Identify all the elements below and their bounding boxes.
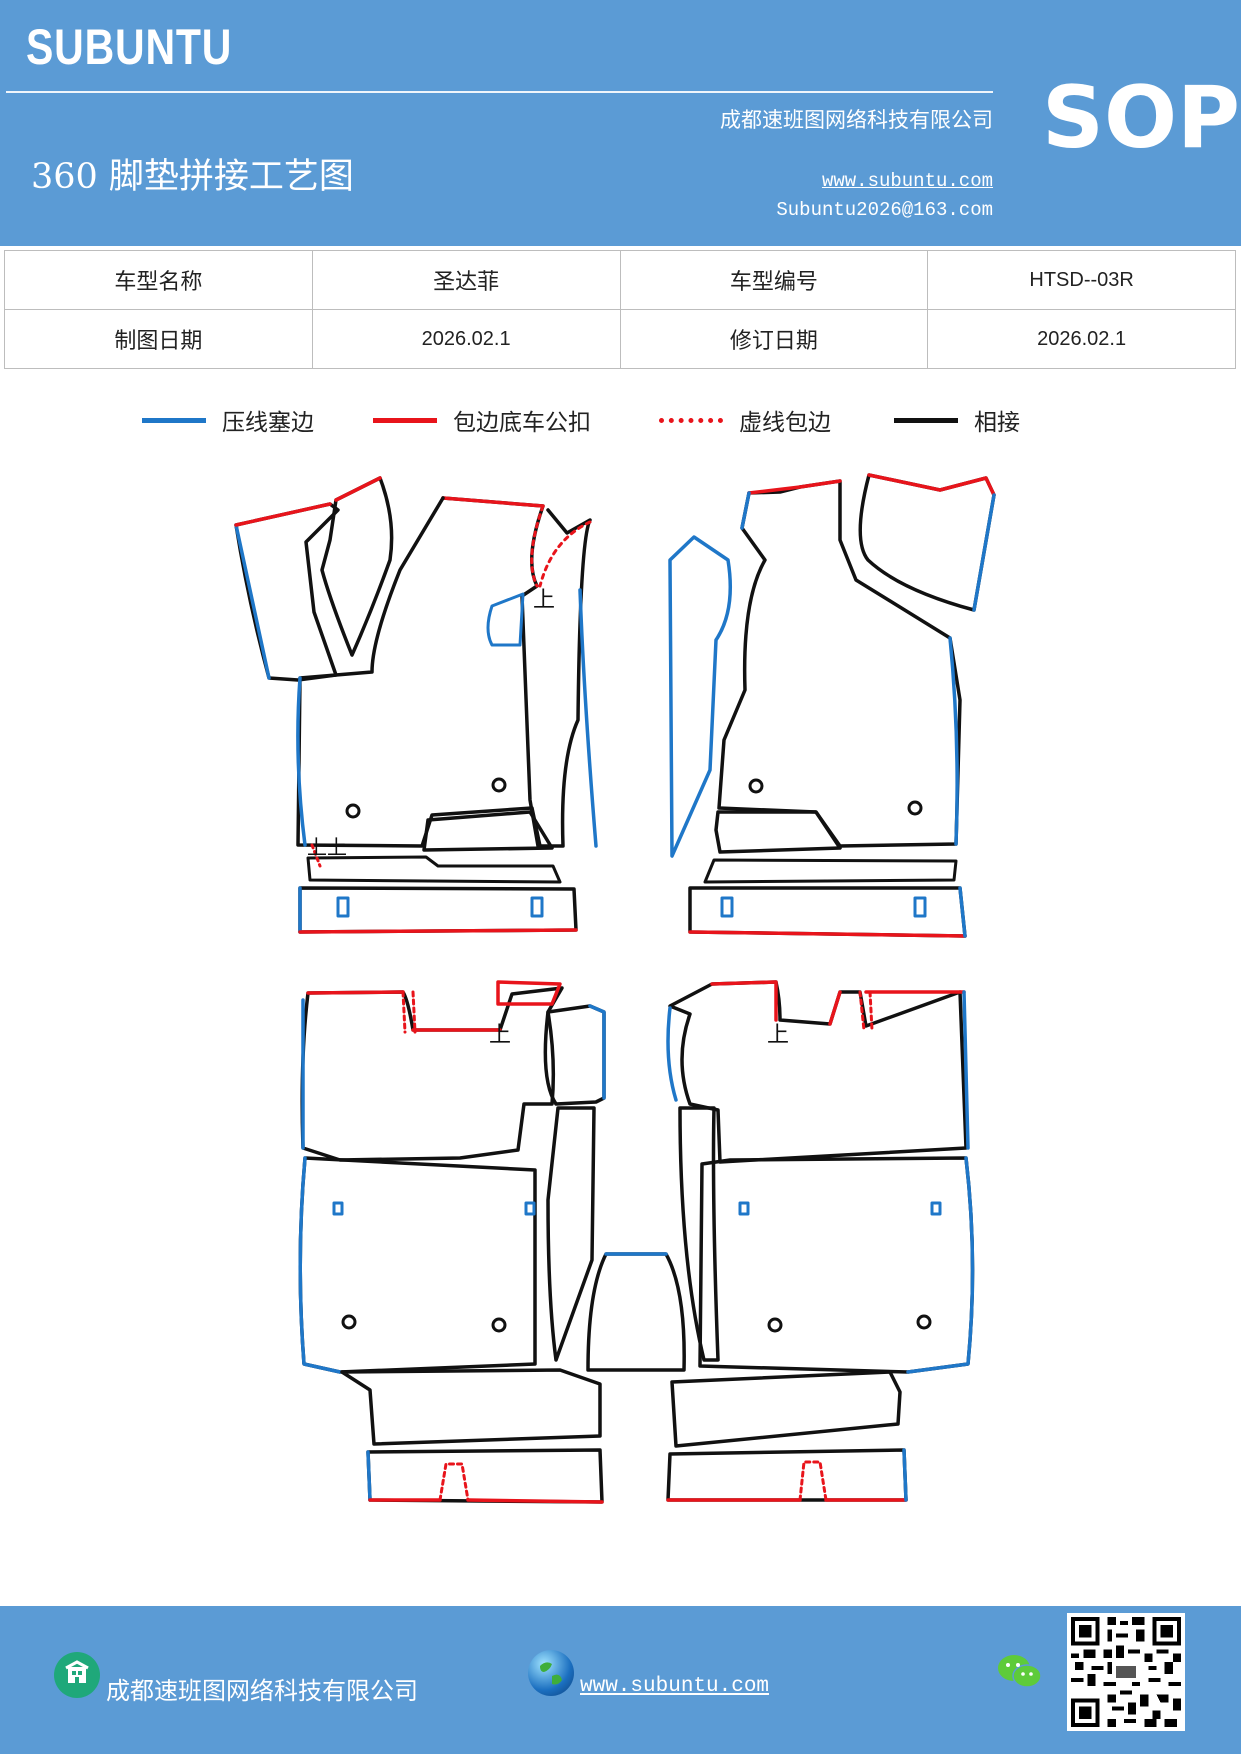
legend-label: 虚线包边: [739, 410, 831, 436]
info-table: 车型名称 圣达菲 车型编号 HTSD--03R 制图日期 2026.02.1 修…: [4, 250, 1236, 369]
mat-rear-right: [666, 980, 975, 1502]
up-mark: 上: [307, 835, 327, 859]
globe-icon: [528, 1650, 574, 1696]
draw-date-value: 2026.02.1: [311, 309, 621, 369]
legend-item-joint: 相接: [894, 400, 1020, 440]
legend-label: 包边底车公扣: [453, 410, 591, 436]
header-divider: [6, 91, 993, 93]
building-icon: [54, 1652, 100, 1698]
mat-rear-left: [298, 980, 606, 1504]
draw-date-label: 制图日期: [4, 309, 313, 369]
mat-front-left: [234, 476, 598, 934]
page-title: 360 脚垫拼接工艺图: [31, 157, 354, 197]
legend-item-dashed-wrap: 虚线包边: [659, 400, 831, 440]
legend-item-wrap-edge: 包边底车公扣: [373, 400, 591, 440]
mat-center-tunnel: [586, 1252, 686, 1372]
model-code-label: 车型编号: [619, 250, 929, 310]
header-banner: [0, 0, 1241, 246]
footer-website-link[interactable]: www.subuntu.com: [580, 1675, 770, 1698]
legend-label: 相接: [974, 410, 1020, 436]
header-website-link[interactable]: www.subuntu.com: [821, 170, 993, 192]
legend-swatch-red-dotted: [659, 417, 723, 423]
legend-label: 压线塞边: [222, 410, 314, 436]
legend-swatch-blue: [142, 417, 206, 423]
model-code-value: HTSD--03R: [927, 250, 1236, 310]
sop-badge: SOP: [1042, 68, 1241, 168]
mat-front-right: [668, 473, 996, 938]
table-row: 车型名称 圣达菲 车型编号 HTSD--03R: [4, 250, 1236, 310]
qr-code[interactable]: [1067, 1613, 1185, 1731]
wechat-icon[interactable]: [996, 1652, 1044, 1692]
brand-logo: SUBUNTU: [26, 19, 233, 75]
up-mark: 上: [533, 588, 556, 613]
header-email: Subuntu2026@163.com: [776, 199, 993, 221]
up-mark: 上: [489, 1023, 512, 1048]
legend-swatch-black: [894, 417, 958, 423]
up-mark: 上: [327, 835, 347, 859]
floor-mat-diagram: [234, 473, 996, 1504]
revise-date-label: 修订日期: [619, 309, 929, 369]
legend-item-press-edge: 压线塞边: [142, 400, 314, 440]
up-mark: 上: [767, 1023, 790, 1048]
model-name-value: 圣达菲: [311, 250, 621, 310]
legend-swatch-red: [373, 417, 437, 423]
revise-date-value: 2026.02.1: [927, 309, 1236, 369]
model-name-label: 车型名称: [4, 250, 313, 310]
header-company: 成都速班图网络科技有限公司: [720, 108, 993, 132]
table-row: 制图日期 2026.02.1 修订日期 2026.02.1: [4, 309, 1236, 369]
footer-company: 成都速班图网络科技有限公司: [106, 1677, 418, 1705]
